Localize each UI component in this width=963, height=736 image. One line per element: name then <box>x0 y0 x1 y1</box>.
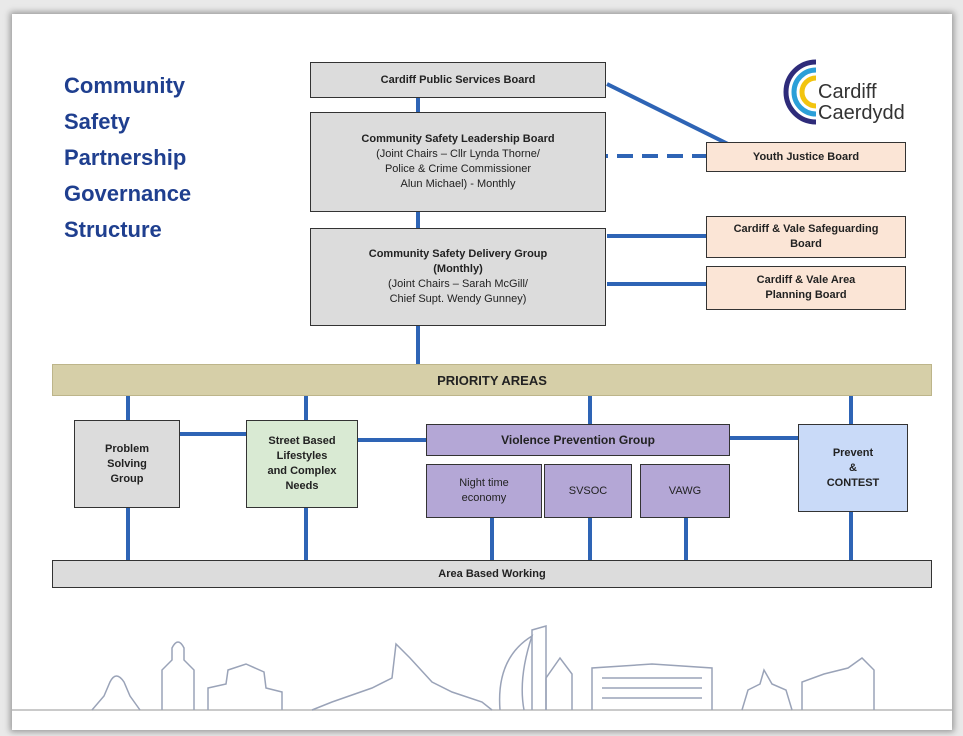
title-line: Partnership <box>64 145 187 170</box>
page-title: Community Safety Partnership Governance … <box>64 68 284 248</box>
prevent-contest-group: Prevent & CONTEST <box>798 424 908 512</box>
delivery-group-sub: Chief Supt. Wendy Gunney) <box>389 293 527 305</box>
problem-solving-label: Problem <box>104 442 149 455</box>
title-line: Community <box>64 73 185 98</box>
area-planning-board: Cardiff & Vale Area Planning Board <box>706 266 906 310</box>
vawg-label: VAWG <box>668 484 702 497</box>
area-based-working-bar: Area Based Working <box>52 560 932 588</box>
logo-line: Caerdydd <box>818 102 905 124</box>
prevent-label: & <box>849 461 857 474</box>
youth-justice-board-label: Youth Justice Board <box>752 150 860 163</box>
problem-solving-label: Group <box>110 472 144 485</box>
safeguarding-board-label: Cardiff & Vale Safeguarding <box>733 223 879 235</box>
logo-text: Cardiff Caerdydd <box>818 82 905 124</box>
street-based-lifestyles-group: Street Based Lifestyles and Complex Need… <box>246 420 358 508</box>
leadership-board-sub: (Joint Chairs – Cllr Lynda Thorne/ <box>376 148 540 160</box>
area-based-working-label: Area Based Working <box>438 567 546 580</box>
prevent-label: CONTEST <box>826 476 880 489</box>
public-services-board: Cardiff Public Services Board <box>310 62 606 98</box>
problem-solving-group: Problem Solving Group <box>74 420 180 508</box>
vawg-box: VAWG <box>640 464 730 518</box>
street-based-label: Lifestyles <box>276 450 328 462</box>
delivery-group: Community Safety Delivery Group (Monthly… <box>310 228 606 326</box>
priority-areas-bar: PRIORITY AREAS <box>52 364 932 396</box>
area-planning-board-label: Planning Board <box>765 289 847 301</box>
priority-areas-label: PRIORITY AREAS <box>437 372 547 388</box>
street-based-label: Street Based <box>268 435 336 447</box>
delivery-group-title: Community Safety Delivery Group <box>368 248 548 260</box>
logo-line: Cardiff <box>818 81 877 103</box>
problem-solving-label: Solving <box>107 457 147 470</box>
violence-prevention-label: Violence Prevention Group <box>501 432 655 447</box>
violence-prevention-group: Violence Prevention Group <box>426 424 730 456</box>
area-planning-board-label: Cardiff & Vale Area <box>756 274 856 286</box>
svsoc-label: SVSOC <box>568 484 608 497</box>
title-line: Safety <box>64 109 131 134</box>
leadership-board-title: Community Safety Leadership Board <box>361 133 555 145</box>
prevent-label: Prevent <box>832 446 874 459</box>
night-time-label: economy <box>461 492 507 504</box>
delivery-group-title: (Monthly) <box>433 263 483 275</box>
leadership-board-sub: Alun Michael) - Monthly <box>400 178 516 190</box>
title-line: Governance <box>64 181 192 206</box>
delivery-group-sub: (Joint Chairs – Sarah McGill/ <box>388 278 528 290</box>
slide: Community Safety Partnership Governance … <box>12 14 952 730</box>
public-services-board-label: Cardiff Public Services Board <box>380 73 536 86</box>
safeguarding-board-label: Board <box>790 238 822 250</box>
street-based-label: and Complex <box>267 465 337 477</box>
svsoc-box: SVSOC <box>544 464 632 518</box>
safeguarding-board: Cardiff & Vale Safeguarding Board <box>706 216 906 258</box>
leadership-board: Community Safety Leadership Board (Joint… <box>310 112 606 212</box>
youth-justice-board: Youth Justice Board <box>706 142 906 172</box>
title-line: Structure <box>64 217 162 242</box>
leadership-board-sub: Police & Crime Commissioner <box>384 163 532 175</box>
cardiff-logo <box>783 59 817 125</box>
street-based-label: Needs <box>285 480 319 492</box>
cardiff-skyline-illustration <box>12 625 952 711</box>
night-time-label: Night time <box>459 477 509 489</box>
night-time-economy-box: Night time economy <box>426 464 542 518</box>
